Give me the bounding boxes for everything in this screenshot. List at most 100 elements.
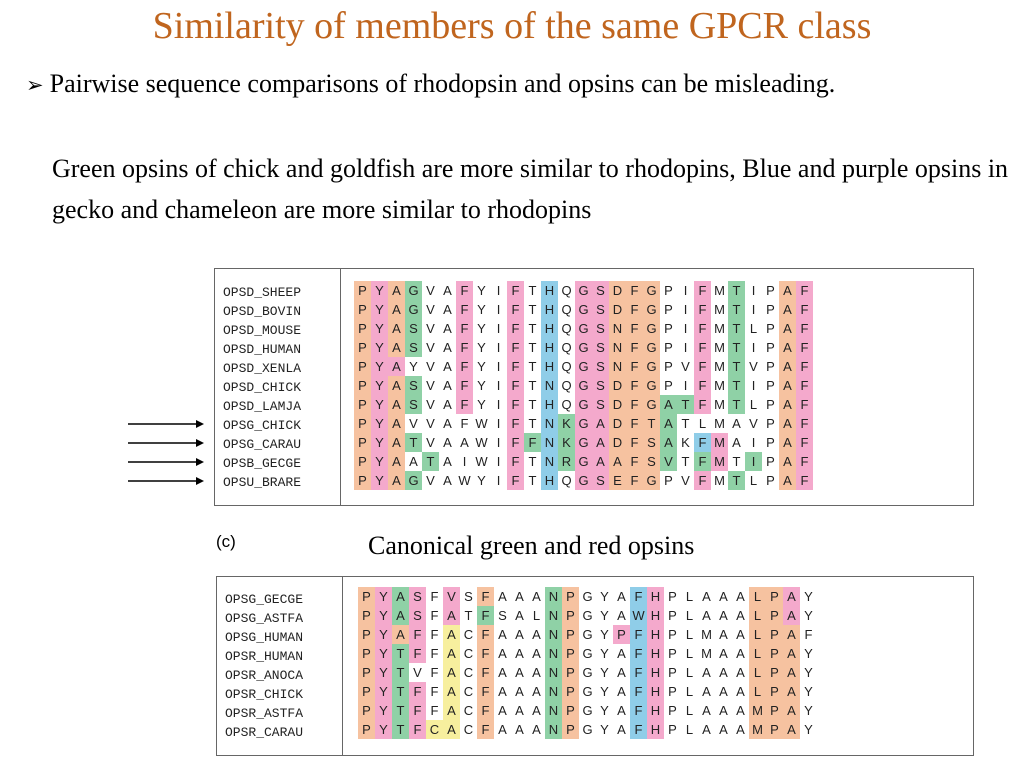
- residue-cell: F: [630, 701, 647, 720]
- residue-cell: P: [762, 376, 779, 395]
- residue-cell: S: [592, 300, 609, 319]
- residue-cell: F: [426, 625, 443, 644]
- residue-cell: F: [426, 682, 443, 701]
- residue-cell: P: [562, 606, 579, 625]
- residue-cell: S: [592, 319, 609, 338]
- residue-cell: A: [405, 452, 422, 471]
- residue-cell: G: [575, 395, 592, 414]
- residue-cell: A: [609, 452, 626, 471]
- residue-cell: H: [647, 606, 664, 625]
- sequence-name: OPSR_CHICK: [225, 687, 304, 702]
- residue-cell: I: [490, 471, 507, 490]
- residue-cell: A: [698, 606, 715, 625]
- residue-cell: P: [354, 395, 371, 414]
- residue-cell: H: [541, 357, 558, 376]
- residue-cell: Q: [558, 376, 575, 395]
- sequence-name: OPSB_GECGE: [223, 456, 302, 471]
- residue-cell: F: [796, 471, 813, 490]
- residue-cell: F: [456, 338, 473, 357]
- residue-cell: Y: [596, 644, 613, 663]
- residue-cell: G: [575, 376, 592, 395]
- residue-cell: T: [524, 300, 541, 319]
- residue-cell: V: [422, 433, 439, 452]
- residue-cell: P: [660, 300, 677, 319]
- residue-cell: G: [579, 625, 596, 644]
- residue-cell: F: [456, 281, 473, 300]
- residue-cell: A: [528, 720, 545, 739]
- residue-cell: F: [796, 319, 813, 338]
- residue-cell: G: [643, 338, 660, 357]
- residue-cell: A: [715, 587, 732, 606]
- sequence-name: OPSR_CARAU: [225, 725, 304, 740]
- residue-cell: S: [405, 319, 422, 338]
- residue-cell: P: [354, 357, 371, 376]
- residue-cell: Q: [558, 319, 575, 338]
- residue-cell: L: [749, 644, 766, 663]
- bullet-point: ➢Pairwise sequence comparisons of rhodop…: [26, 64, 1016, 105]
- residue-cell: F: [796, 281, 813, 300]
- residue-cell: F: [426, 606, 443, 625]
- residue-cell: T: [677, 452, 694, 471]
- residue-cell: D: [609, 281, 626, 300]
- residue-cell: S: [592, 357, 609, 376]
- residue-cell: A: [732, 663, 749, 682]
- residue-cell: M: [698, 625, 715, 644]
- residue-cell: K: [558, 433, 575, 452]
- residue-cell: A: [779, 414, 796, 433]
- residue-cell: T: [728, 357, 745, 376]
- residue-cell: A: [443, 682, 460, 701]
- residue-cell: P: [762, 414, 779, 433]
- residue-cell: T: [524, 471, 541, 490]
- residue-cell: P: [358, 682, 375, 701]
- sequence-name: OPSR_ASTFA: [225, 706, 304, 721]
- residue-cell: A: [392, 606, 409, 625]
- residue-cell: Y: [596, 606, 613, 625]
- residue-cell: I: [490, 414, 507, 433]
- residue-cell: F: [796, 433, 813, 452]
- residue-cell: V: [422, 395, 439, 414]
- residue-cell: T: [643, 414, 660, 433]
- residue-cell: D: [609, 376, 626, 395]
- residue-cell: F: [456, 395, 473, 414]
- residue-cell: F: [796, 395, 813, 414]
- residue-cell: A: [388, 281, 405, 300]
- residue-cell: T: [728, 281, 745, 300]
- residue-cell: S: [409, 587, 426, 606]
- residue-cell: A: [439, 433, 456, 452]
- residue-cell: Y: [473, 300, 490, 319]
- residue-cell: Y: [800, 587, 817, 606]
- residue-cell: P: [562, 625, 579, 644]
- residue-cell: G: [575, 414, 592, 433]
- residue-cell: Y: [473, 281, 490, 300]
- residue-cell: A: [732, 701, 749, 720]
- residue-cell: G: [575, 452, 592, 471]
- residue-cell: K: [677, 433, 694, 452]
- residue-cell: V: [660, 452, 677, 471]
- residue-cell: I: [677, 376, 694, 395]
- residue-cell: T: [728, 338, 745, 357]
- residue-cell: A: [613, 720, 630, 739]
- residue-cell: T: [524, 414, 541, 433]
- residue-cell: P: [664, 701, 681, 720]
- residue-cell: W: [630, 606, 647, 625]
- residue-cell: Y: [800, 720, 817, 739]
- residue-cell: A: [456, 433, 473, 452]
- residue-cell: G: [579, 682, 596, 701]
- residue-cell: P: [562, 663, 579, 682]
- residue-cell: T: [728, 471, 745, 490]
- residue-cell: A: [613, 701, 630, 720]
- residue-cell: C: [460, 644, 477, 663]
- residue-cell: A: [443, 720, 460, 739]
- residue-cell: L: [745, 319, 762, 338]
- residue-cell: A: [494, 663, 511, 682]
- residue-cell: V: [422, 357, 439, 376]
- residue-cell: N: [545, 701, 562, 720]
- residue-cell: T: [524, 452, 541, 471]
- residue-cell: L: [681, 644, 698, 663]
- residue-cell: M: [749, 701, 766, 720]
- residue-cell: Y: [800, 606, 817, 625]
- residue-cell: A: [443, 606, 460, 625]
